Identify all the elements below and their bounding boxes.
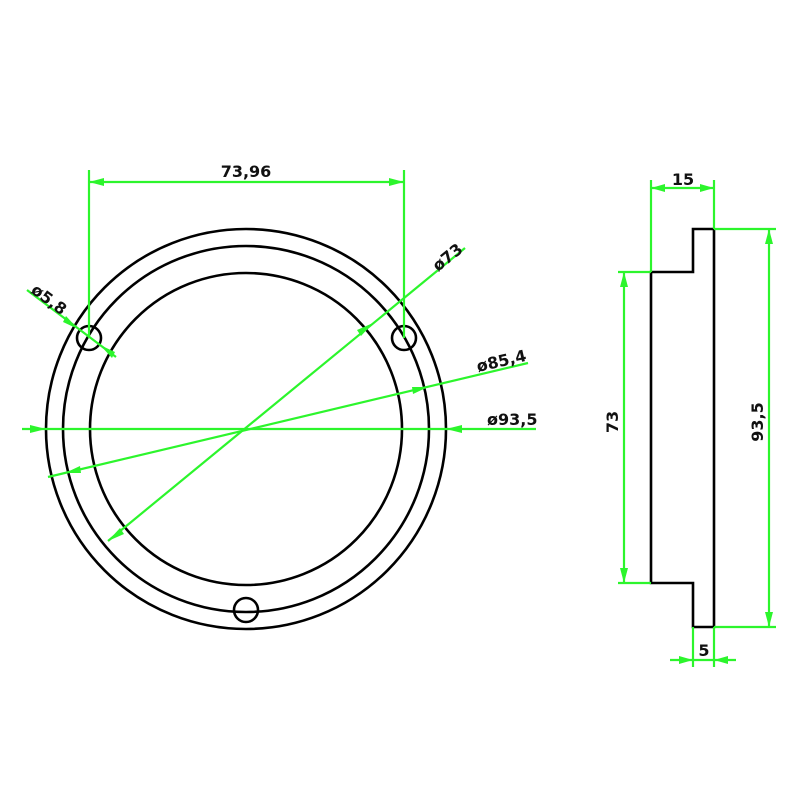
spigot-diameter-label: 73 <box>603 411 622 433</box>
total-thickness-label: 15 <box>672 170 694 189</box>
dimension-inner-diameter: ø73 <box>107 239 467 542</box>
dimension-spigot-diameter: 73 <box>603 270 651 585</box>
dimension-bolt-circle: ø85,4 <box>47 346 529 479</box>
side-profile <box>649 227 716 629</box>
dimension-side-outer-diameter: 93,5 <box>714 227 776 629</box>
flange-thickness-label: 5 <box>698 641 709 660</box>
side-outer-diameter-label: 93,5 <box>748 402 767 441</box>
bolt-hole-bottom <box>232 596 260 624</box>
bolt-circle-label: ø85,4 <box>475 346 528 376</box>
dimension-hole-spacing: 73,96 <box>87 162 406 338</box>
hole-diameter-label: ø5,8 <box>28 280 71 319</box>
outer-diameter-label: ø93,5 <box>487 410 537 429</box>
hole-spacing-label: 73,96 <box>221 162 272 181</box>
side-view: 15 73 93,5 5 <box>603 170 776 667</box>
inner-diameter-label: ø73 <box>429 239 467 275</box>
dimension-outer-diameter: ø93,5 <box>22 410 537 433</box>
dimension-flange-thickness: 5 <box>670 627 736 667</box>
dimension-hole-diameter: ø5,8 <box>26 280 117 358</box>
dimension-total-thickness: 15 <box>649 170 716 272</box>
front-view: 73,96 ø5,8 ø73 ø85,4 ø93,5 <box>22 162 537 631</box>
